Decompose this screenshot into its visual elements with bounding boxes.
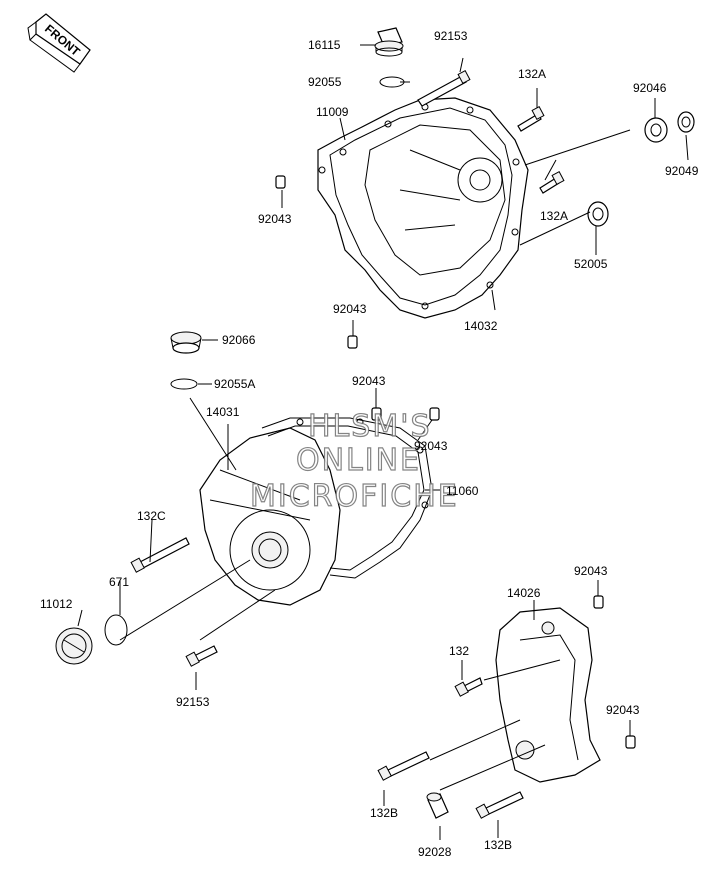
lower-left-cover: [199, 427, 341, 606]
dowel-pin-icon: [625, 735, 636, 749]
part-label: 92055: [308, 75, 342, 89]
part-label: 92043: [352, 374, 386, 388]
watermark: HLSM'S ONLINE MICROFICHE: [249, 408, 459, 514]
seal-icon: [587, 201, 609, 227]
bolt-icon: [185, 645, 218, 667]
oil-filler-cap-icon: [374, 27, 404, 57]
part-label: 132A: [518, 67, 546, 81]
part-label: 92055A: [214, 377, 255, 391]
part-label: 52005: [574, 257, 608, 271]
oil-seal-icon: [677, 111, 695, 133]
front-arrow-badge: FRONT: [27, 13, 91, 73]
bolt-icon: [475, 791, 524, 819]
part-label: 92043: [414, 439, 448, 453]
part-label: 132: [449, 644, 469, 658]
part-label: 92043: [333, 302, 367, 316]
bolt-icon: [417, 70, 471, 107]
part-label: 92066: [222, 333, 256, 347]
bolt-icon: [377, 751, 430, 781]
part-label: 92028: [418, 845, 452, 859]
watermark-line-1: HLSM'S: [308, 409, 432, 444]
part-label: 11009: [316, 105, 349, 119]
bolt-icon: [517, 106, 545, 132]
dowel-pin-icon: [275, 175, 286, 189]
bolt-icon: [130, 537, 190, 573]
o-ring-icon: [104, 614, 128, 646]
bolt-icon: [539, 171, 565, 194]
sprocket-cover: [495, 607, 601, 783]
part-label: 92043: [606, 703, 640, 717]
part-label: 11060: [446, 484, 479, 498]
part-label: 14031: [206, 405, 240, 419]
part-label: 92046: [633, 81, 667, 95]
part-label: 132C: [137, 509, 166, 523]
dowel-pin-icon: [429, 407, 440, 421]
part-label: 14026: [507, 586, 541, 600]
watermark-line-3: MICROFICHE: [250, 479, 459, 514]
dowel-pin-icon: [593, 595, 604, 609]
bolt-icon: [454, 677, 483, 697]
part-label: 14032: [464, 319, 498, 333]
part-label: 92153: [434, 29, 468, 43]
plug-icon: [170, 331, 202, 354]
part-label: 92043: [258, 212, 292, 226]
part-label: 11012: [40, 597, 73, 611]
watermark-line-2: ONLINE: [296, 443, 421, 478]
plug-icon: [55, 627, 93, 665]
part-label: 92043: [574, 564, 608, 578]
part-label: 132A: [540, 209, 568, 223]
part-label: 16115: [308, 38, 341, 52]
bearing-icon: [644, 117, 668, 143]
part-label: 92153: [176, 695, 210, 709]
dowel-pin-icon: [347, 335, 358, 349]
part-label: 132B: [484, 838, 512, 852]
o-ring-icon: [170, 378, 198, 390]
part-label: 132B: [370, 806, 398, 820]
part-label: 671: [109, 575, 129, 589]
upper-cover: [317, 97, 529, 319]
part-labels: 16115 92153 92055 132A 92046 11009 92049…: [40, 29, 699, 859]
part-label: 92049: [665, 164, 699, 178]
collar-icon: [426, 792, 449, 819]
